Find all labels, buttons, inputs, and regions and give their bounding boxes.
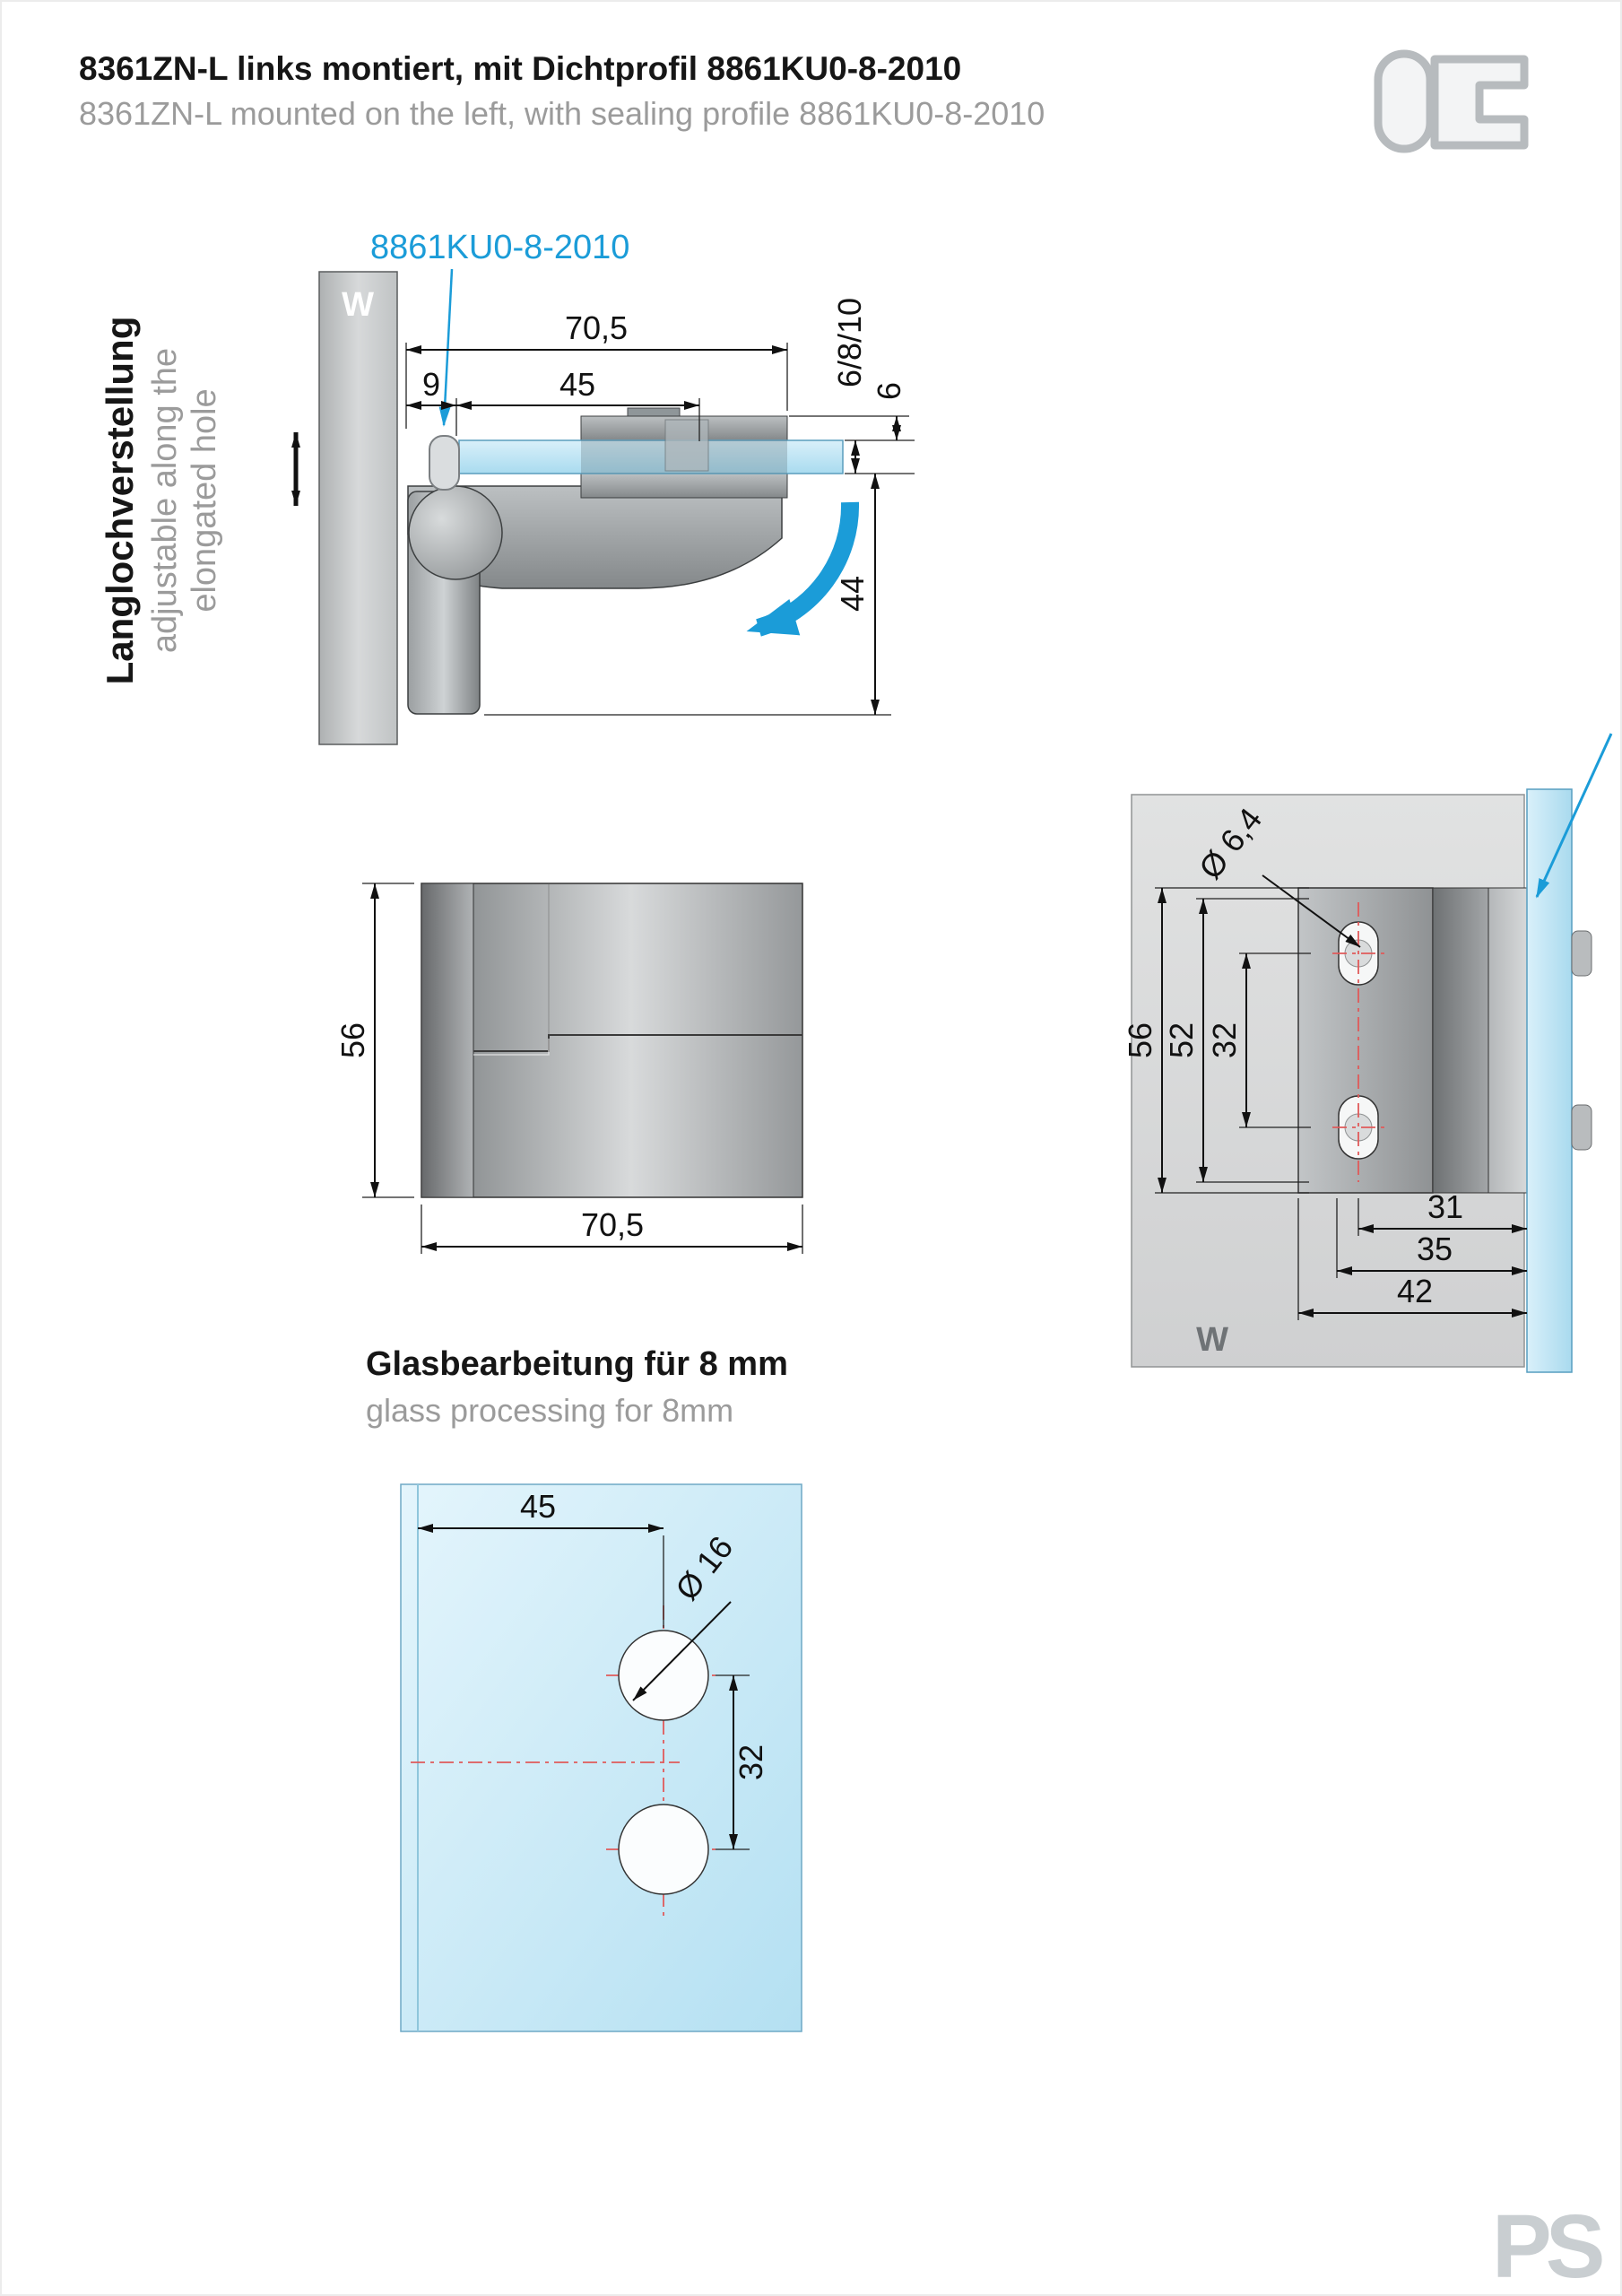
dim-wall-offset: 9 (406, 366, 457, 436)
note-en-line1: adjustable along the (146, 348, 184, 653)
dim-side-35: 35 (1336, 1198, 1527, 1278)
dim-label-45: 45 (559, 366, 595, 403)
clamp-pad-bottom (1571, 1104, 1592, 1151)
glass-processing-drawing: 45 Ø 16 32 (400, 1483, 802, 2032)
dim-side-height-56: 56 (1122, 887, 1309, 1194)
sealing-profile (429, 435, 460, 491)
seal-bulb-shape (1374, 49, 1435, 153)
dim-plate-thickness: 6 (789, 382, 909, 440)
wall-label: W (342, 286, 374, 324)
drill-hole-top (618, 1630, 709, 1721)
side-view-drawing: W Ø 6,4 (1122, 733, 1613, 1373)
dim-front-width: 70,5 (421, 1205, 803, 1254)
page-title-en: 8361ZN-L mounted on the left, with seali… (79, 95, 1045, 132)
dim-label-6: 6 (871, 382, 907, 400)
wall-section (318, 271, 398, 745)
dim-side-42: 42 (1297, 1198, 1527, 1320)
clamp-screw (664, 419, 709, 472)
glass-pane-side-view (1526, 788, 1573, 1373)
dim-glass-thickness: 6/8/10 (831, 298, 915, 474)
note-en-line2: elongated hole (186, 388, 223, 612)
hinge-front-body (421, 883, 803, 1198)
dim-front-height: 56 (334, 883, 414, 1198)
clamp-pad-top (1571, 930, 1592, 977)
dim-label-side-52: 52 (1163, 1022, 1200, 1058)
dim-label-glass-thickness: 6/8/10 (831, 298, 868, 387)
seal-callout-leader (438, 268, 454, 427)
dim-label-35: 35 (1417, 1231, 1453, 1267)
hinge-knuckle (408, 485, 503, 580)
glass-section-title-de: Glasbearbeitung für 8 mm (366, 1345, 788, 1383)
glass-section-title-en: glass processing for 8mm (366, 1392, 734, 1429)
seal-callout-label: 8861KU0-8-2010 (370, 229, 629, 266)
dim-label-glass-45: 45 (520, 1488, 556, 1525)
hinge-body-mid (1432, 887, 1489, 1194)
dim-hole-spacing: 32 (716, 1674, 769, 1850)
top-view-drawing: W 8861KU0-8-2010 Langlochverstellung adj… (99, 229, 915, 745)
glass-pane-top-view (458, 439, 844, 474)
hinge-front-wall-strip (421, 883, 474, 1198)
seal-channel-shape (1430, 55, 1529, 150)
dim-label-44: 44 (834, 576, 871, 612)
seal-profile-icon (1374, 49, 1529, 153)
dim-hole-distance: 45 (456, 366, 700, 441)
page-title-de: 8361ZN-L links montiert, mit Dichtprofil… (79, 50, 962, 87)
dim-label-42: 42 (1397, 1273, 1433, 1309)
drill-hole-bottom (618, 1804, 709, 1895)
dim-side-52: 52 (1163, 898, 1309, 1183)
clamp-plate-bottom (580, 473, 788, 499)
dim-side-32: 32 (1206, 952, 1311, 1128)
hinge-body-right (1488, 887, 1528, 1194)
dim-label-side-32: 32 (1206, 1022, 1243, 1058)
front-view-drawing: 56 70,5 (334, 883, 803, 1254)
dim-label-70-5: 70,5 (565, 309, 628, 346)
dim-label-side-56: 56 (1122, 1022, 1158, 1058)
dim-label-front-56: 56 (334, 1022, 371, 1058)
swing-direction-arrow (746, 501, 860, 637)
seal-pointer-arrow (1535, 733, 1613, 899)
dim-label-31: 31 (1427, 1188, 1463, 1225)
wall-label-side: W (1196, 1321, 1228, 1359)
dim-label-front-70-5: 70,5 (581, 1206, 644, 1243)
note-de: Langlochverstellung (99, 317, 141, 685)
brand-logo: PS (1492, 2196, 1605, 2296)
dim-edge-distance: 45 (418, 1488, 664, 1628)
dim-label-9: 9 (422, 366, 440, 403)
dim-label-glass-32: 32 (733, 1744, 769, 1780)
dim-side-31: 31 (1357, 1188, 1527, 1236)
dim-body-height: 44 (484, 474, 891, 716)
dim-total-width: 70,5 (405, 309, 788, 429)
